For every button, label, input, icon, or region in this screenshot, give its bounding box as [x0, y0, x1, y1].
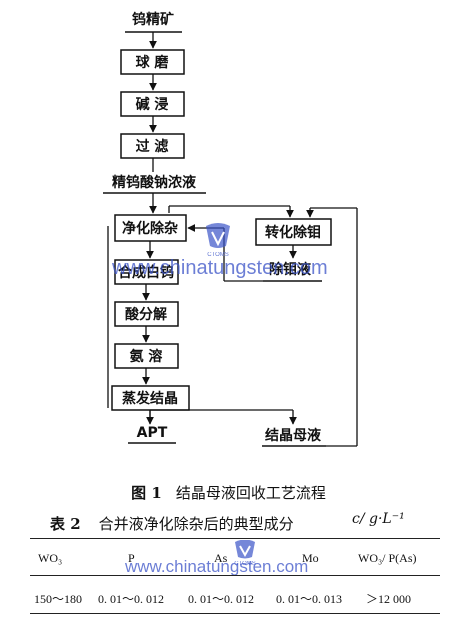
table-header-cell: WO₃/ P(As) [358, 551, 417, 565]
node-box-evaporation [111, 385, 190, 411]
node-filter: 过 滤 [136, 138, 169, 155]
table-header-cell: WO₃ [38, 551, 63, 565]
table-cell: 0. 01～0. 012 [98, 592, 165, 606]
node-tungsten-concentrate: 钨精矿 [132, 11, 174, 28]
node-mother-liquor: 结晶母液 [265, 427, 322, 444]
node-sodium-tungstate-solution: 精钨酸钠浓液 [112, 174, 197, 191]
node-mo-removal-liquid: 除钼液 [269, 261, 312, 278]
table-cell: 0. 01～0. 012 [188, 592, 255, 606]
node-box-convert-mo [255, 218, 332, 246]
table-title: 表 2 合并液净化除杂后的典型成分 c/ g·L⁻¹ [50, 511, 450, 534]
table-header-cell: As [214, 551, 228, 565]
table-cell: 0. 01～0. 013 [276, 592, 343, 606]
table-number: 表 2 [50, 515, 81, 533]
svg-text:CTOMS: CTOMS [207, 252, 229, 258]
figure-caption-text: 结晶母液回收工艺流程 [175, 484, 326, 502]
watermark-logo-icon: CTOMS [234, 540, 256, 567]
node-alkali-leach: 碱 浸 [136, 96, 169, 113]
node-box-acid-decomposition [114, 301, 179, 327]
watermark-logo-icon: CTOMS [206, 223, 230, 258]
node-box-filter [120, 133, 185, 159]
watermark-text: www.chinatungsten.com [111, 257, 328, 279]
node-ball-mill: 球 磨 [136, 54, 170, 71]
table-header-cell: Mo [302, 551, 319, 565]
node-box-purify [114, 214, 187, 242]
table-title-text: 合并液净化除杂后的典型成分 [98, 515, 294, 533]
node-purification: 净化除杂 [122, 220, 178, 237]
node-box-ammonia-dissolution [114, 343, 179, 369]
node-synthesize-scheelite: 合成白钨 [118, 264, 174, 281]
watermark-text: www.chinatungsten.com [124, 557, 308, 576]
table-top-rule [30, 538, 440, 539]
table-cell: ＞12 000 [366, 592, 412, 606]
node-acid-decomposition: 酸分解 [125, 306, 167, 323]
watermark-2: CTOMS www.chinatungsten.com [124, 540, 308, 576]
table-cell: 150～180 [34, 592, 83, 606]
table-unit: c/ g·L⁻¹ [352, 511, 405, 527]
figure-caption: 图 1 结晶母液回收工艺流程 [0, 482, 457, 503]
node-box-ball-mill [120, 49, 185, 75]
svg-text:CTOMS: CTOMS [234, 561, 256, 567]
table-bottom-rule [30, 613, 440, 614]
process-flow-diagram: 钨精矿 球 磨 碱 浸 过 滤 精钨酸钠浓液 净化除杂 合成白钨 酸分解 氨 溶… [103, 11, 358, 447]
figure-number: 图 1 [131, 484, 162, 502]
node-box-alkali-leach [120, 91, 185, 117]
node-ammonia-dissolution: 氨 溶 [130, 348, 163, 365]
node-evaporation-crystallization: 蒸发结晶 [122, 390, 178, 407]
node-convert-remove-mo: 转化除钼 [265, 224, 321, 241]
table-mid-rule [30, 575, 440, 576]
table-header-cell: P [128, 551, 135, 565]
node-apt: APT [137, 425, 168, 441]
